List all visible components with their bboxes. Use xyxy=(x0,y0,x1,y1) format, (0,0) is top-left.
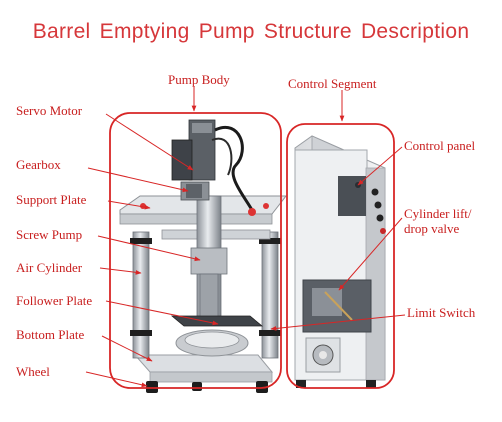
air-cylinder-right xyxy=(261,231,279,359)
label-cylinder-valve-line1: Cylinder lift/ xyxy=(404,206,472,221)
panel-knob-3 xyxy=(376,214,384,222)
wheel-left xyxy=(146,381,158,393)
label-cylinder-valve-line2: drop valve xyxy=(404,221,460,236)
control-segment-outline xyxy=(286,123,395,389)
label-screw-pump: Screw Pump xyxy=(16,227,83,242)
control-cabinet xyxy=(294,135,386,388)
panel-knob-1 xyxy=(371,188,379,196)
diagram-title: Barrel Emptying Pump Structure Descripti… xyxy=(32,20,470,43)
wheel-right xyxy=(256,381,268,393)
label-gearbox: Gearbox xyxy=(16,157,61,172)
label-bottom-plate: Bottom Plate xyxy=(16,327,85,342)
leader-lines xyxy=(85,86,406,388)
label-pump-body: Pump Body xyxy=(168,72,230,87)
label-limit-switch: Limit Switch xyxy=(407,305,476,320)
panel-knob-2 xyxy=(374,201,382,209)
panel-red-button xyxy=(380,228,386,234)
pump-assembly xyxy=(119,119,288,393)
label-follower-plate: Follower Plate xyxy=(16,293,93,308)
label-wheel: Wheel xyxy=(16,364,50,379)
bottom-plate-shape xyxy=(133,354,274,373)
label-air-cylinder: Air Cylinder xyxy=(16,260,83,275)
pump-body-outline xyxy=(109,112,282,389)
label-control-panel: Control panel xyxy=(404,138,476,153)
label-support-plate: Support Plate xyxy=(16,192,87,207)
air-cylinder-left xyxy=(132,231,150,359)
label-control-segment: Control Segment xyxy=(288,76,377,91)
label-servo-motor: Servo Motor xyxy=(16,103,83,118)
